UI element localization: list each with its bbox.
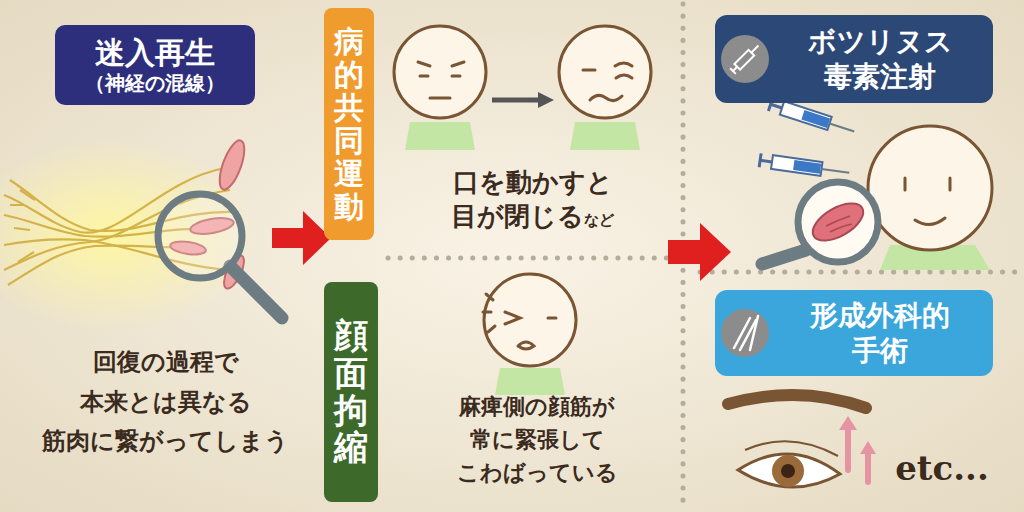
- text-stack: 迷入再生（神経の混線）: [85, 34, 225, 97]
- text-stack: 顔面拘縮: [334, 317, 368, 467]
- syringe-icon: [721, 35, 769, 83]
- box-heading: ボツリヌス 毒素注射: [793, 24, 968, 94]
- text-group: 口を動かすと 目が閉じるなど: [425, 166, 640, 234]
- eye: [738, 441, 840, 487]
- syringe: [768, 98, 856, 139]
- surgical-tools-icon: [721, 309, 769, 357]
- text-stack: ボツリヌス 毒素注射: [793, 24, 968, 94]
- lift-arrow: [839, 416, 876, 482]
- text-group: 回復の過程で 本来とは異なる 筋肉に繋がってしまう: [28, 343, 303, 462]
- dotted-separator: [388, 4, 1020, 508]
- eyebrow: [728, 395, 866, 408]
- box-heading: 顔面拘縮: [334, 317, 368, 467]
- box-heading: 形成外科的 手術: [793, 298, 968, 368]
- text-stack: 形成外科的 手術: [793, 298, 968, 368]
- text-stack: 病的共同運動: [334, 25, 364, 223]
- flow-arrow: [668, 223, 731, 281]
- annotation-text: など: [584, 211, 614, 229]
- arrow: [492, 92, 554, 108]
- magnifier: [762, 182, 878, 264]
- annotation-text: 回復の過程で 本来とは異なる 筋肉に繋がってしまう: [42, 348, 289, 455]
- text-group: etc...: [872, 448, 1012, 489]
- box-subheading: （神経の混線）: [85, 71, 225, 96]
- label-box: ボツリヌス 毒素注射: [715, 15, 993, 103]
- magnifier: [158, 194, 282, 318]
- annotation-text: 麻痺側の顔筋が 常に緊張して こわばっている: [457, 394, 618, 485]
- face: [559, 26, 651, 150]
- annotation-text: etc...: [895, 448, 989, 488]
- label-box: 形成外科的 手術: [715, 290, 993, 376]
- label-box: 迷入再生（神経の混線）: [55, 25, 255, 105]
- box-heading: 迷入再生: [95, 34, 215, 72]
- box-heading: 病的共同運動: [334, 25, 364, 223]
- face: [868, 126, 992, 270]
- text-group: 麻痺側の顔筋が 常に緊張して こわばっている: [412, 390, 662, 489]
- face: [394, 26, 486, 150]
- label-box: 顔面拘縮: [324, 282, 378, 502]
- syringe: [759, 153, 850, 179]
- label-box: 病的共同運動: [324, 8, 374, 240]
- flow-arrow: [272, 211, 331, 265]
- face: [483, 274, 576, 395]
